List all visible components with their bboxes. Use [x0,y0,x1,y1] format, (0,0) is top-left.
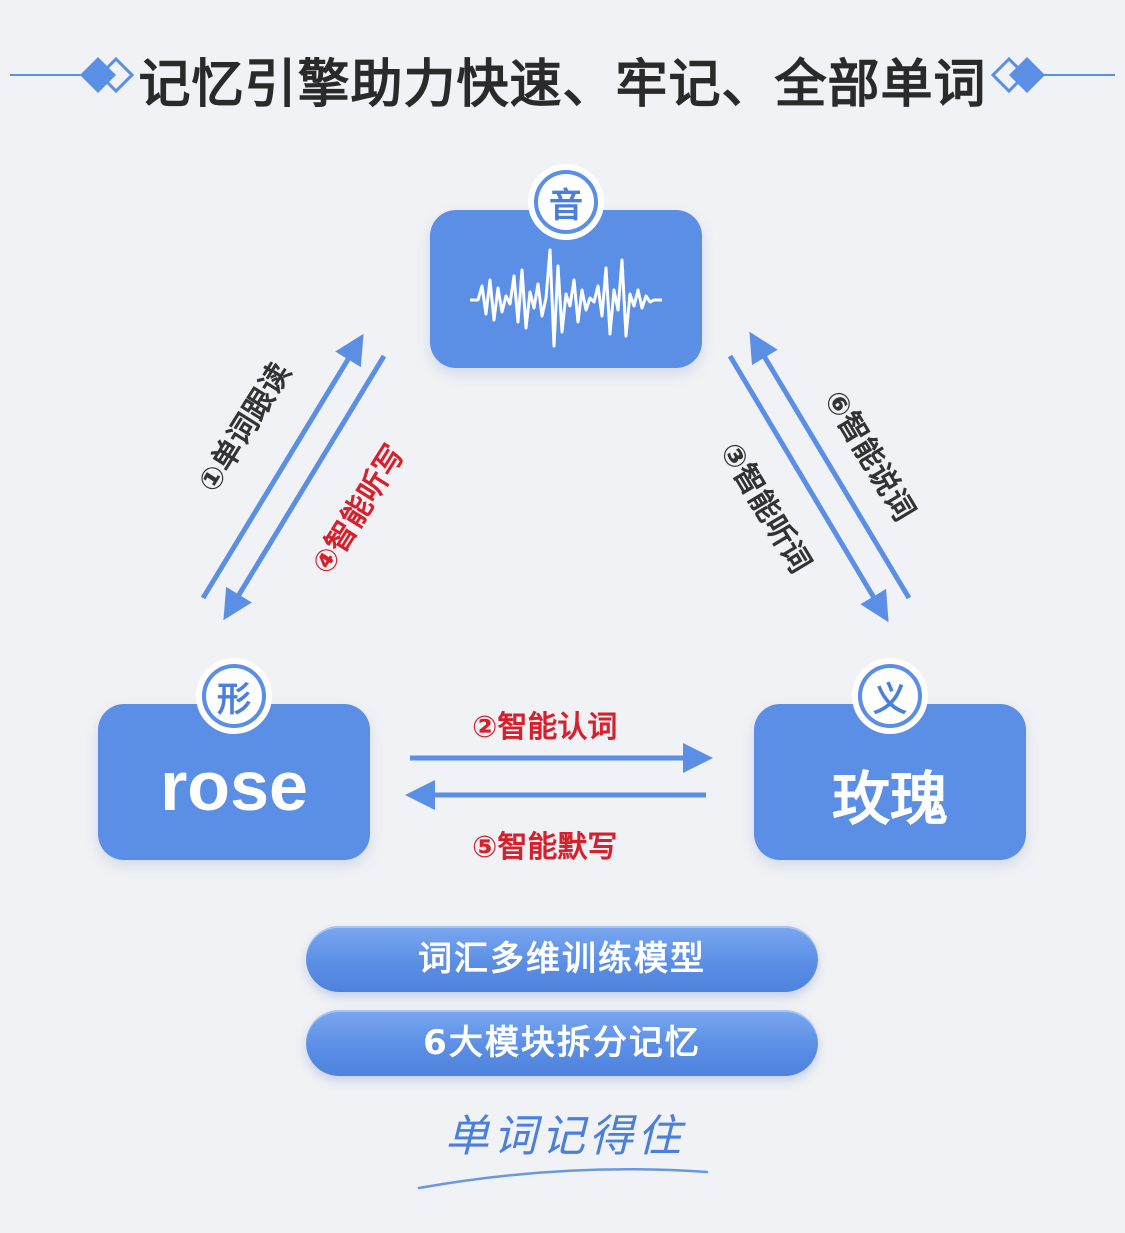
slogan: 单词记得住 [445,1111,685,1162]
badge-form-label: 形 [206,668,262,724]
meaning-word: 玫瑰 [831,767,948,832]
arrow-sound-to-form [223,354,387,621]
edge-label-5: ⑤智能默写 [472,830,618,865]
form-word: rose [160,747,308,825]
sound-wave-icon [470,248,662,348]
pill-module-memory: 6大模块拆分记忆 [306,1010,818,1076]
arrow-meaning-to-sound [749,331,912,600]
title-decoration-right [990,56,1115,94]
arrow-form-to-sound [200,333,364,600]
badge-meaning: 义 [852,658,928,734]
slogan-underline [417,1167,709,1190]
page-title: 记忆引擎助力快速、牢记、全部单词 [138,55,987,115]
title-decoration-left [10,56,135,94]
pill-training-model: 词汇多维训练模型 [306,926,818,992]
badge-meaning-label: 义 [862,668,918,724]
arrow-sound-to-meaning [727,354,889,623]
badge-form: 形 [196,658,272,734]
edge-label-2: ②智能认词 [472,710,618,745]
badge-sound-label: 音 [538,174,594,230]
badge-sound: 音 [528,164,604,240]
